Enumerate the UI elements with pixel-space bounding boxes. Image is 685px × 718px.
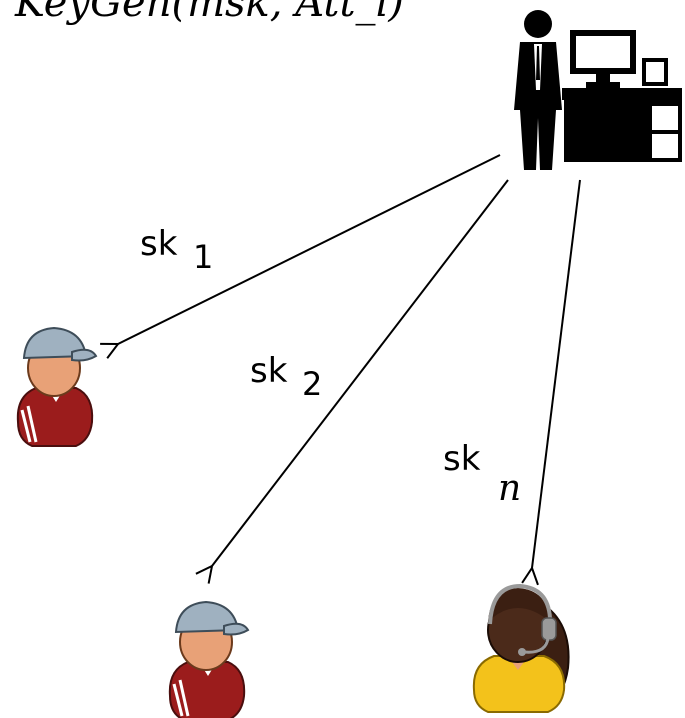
key-label-n: sk n (443, 439, 521, 509)
svg-text:sk: sk (140, 224, 178, 264)
keygen-formula: KeyGen(msk, Att_i) (14, 0, 404, 26)
svg-text:sk: sk (443, 439, 481, 479)
svg-text:n: n (498, 468, 521, 509)
svg-text:sk: sk (250, 351, 288, 391)
user-cap-red-icon (168, 600, 250, 718)
office-worker-at-desk-icon (514, 10, 682, 170)
key-label-1: sk 1 (140, 224, 213, 276)
user-cap-red-icon (16, 326, 98, 447)
svg-text:1: 1 (193, 238, 213, 276)
arrow-to-user-1 (118, 154, 501, 344)
arrow-to-user-n (532, 179, 581, 568)
user-headset-yellow-icon (472, 583, 570, 713)
svg-text:2: 2 (302, 365, 322, 403)
key-label-2: sk 2 (250, 351, 322, 403)
arrow-to-user-2 (212, 179, 509, 566)
